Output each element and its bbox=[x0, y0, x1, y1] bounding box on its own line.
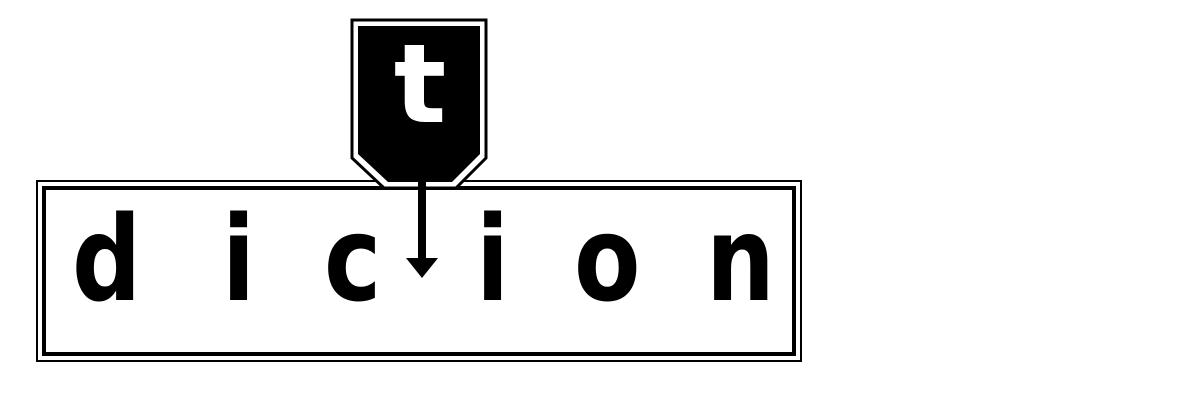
word-letter: c bbox=[324, 190, 382, 328]
word-letter: n bbox=[706, 190, 775, 328]
insert-arrow-icon bbox=[406, 170, 438, 278]
word-letter: o bbox=[574, 190, 641, 328]
insert-letter-tile[interactable]: t bbox=[350, 18, 490, 190]
word-letter: i bbox=[222, 190, 256, 328]
tile-shield-shape bbox=[350, 18, 488, 190]
word-letters: d i c i o n bbox=[44, 190, 804, 330]
word-letter: d bbox=[72, 190, 142, 328]
word-letter: i bbox=[476, 190, 510, 328]
tile-letter: t bbox=[393, 20, 447, 148]
